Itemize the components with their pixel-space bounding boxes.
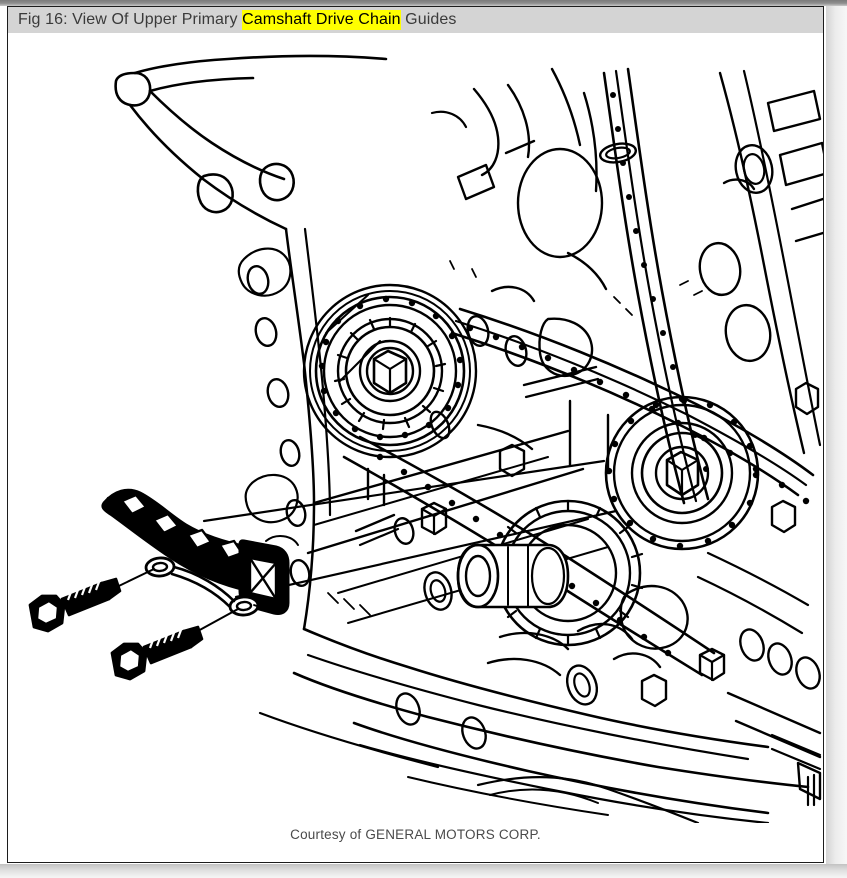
guide-mounting-bolt-lower (110, 608, 239, 681)
page-bottom-shadow (0, 864, 847, 878)
caption-prefix: Fig 16: View Of Upper Primary (18, 10, 243, 28)
engine-line-drawing (8, 33, 823, 823)
caption-highlight-term[interactable]: Camshaft Drive Chain (242, 9, 401, 30)
figure-frame: Fig 16: View Of Upper Primary Camshaft D… (7, 6, 824, 863)
camshaft-sprocket-center-bolt (372, 349, 408, 395)
camshaft-sprocket-tooth-marks (333, 316, 447, 431)
page-top-strip-gradient (0, 0, 847, 6)
caption-suffix: Guides (400, 10, 457, 28)
idler-sprocket (604, 395, 760, 551)
guide-mounting-ears (144, 556, 260, 617)
page-top-strip (0, 0, 847, 6)
camshaft-sprocket-teeth (314, 295, 466, 447)
leader-line-lower (234, 509, 618, 599)
drawing-texture-marks (253, 260, 703, 616)
figure-title-bar: Fig 16: View Of Upper Primary Camshaft D… (8, 7, 823, 33)
leader-lines (202, 459, 618, 599)
block-center-detail (258, 67, 726, 769)
figure-caption: Fig 16: View Of Upper Primary Camshaft D… (8, 7, 457, 32)
crankshaft-sprocket-and-snout (456, 499, 644, 647)
cover-fasteners-right (770, 381, 820, 534)
front-cover-right-detail (696, 69, 823, 807)
idler-sprocket-center-bolt (665, 450, 700, 497)
guide-mounting-bolt-upper (28, 568, 155, 633)
chain-pins-on-cam-sprocket (318, 295, 464, 441)
page-right-shadow (826, 6, 847, 872)
crankshaft-snout (456, 543, 570, 609)
engine-block-bosses (237, 247, 311, 588)
camshaft-sprocket (302, 283, 478, 459)
courtesy-caption: Courtesy of GENERAL MOTORS CORP. (290, 827, 541, 842)
camshaft-drive-chain-guide (101, 488, 290, 617)
idler-chain-pins (605, 395, 760, 550)
chain-pins-right-run (610, 92, 709, 472)
leader-line-upper (202, 459, 606, 523)
bolt-upper-threads (66, 573, 104, 601)
engine-drawing-svg (28, 54, 823, 823)
bolt-lower-threads (148, 621, 186, 649)
